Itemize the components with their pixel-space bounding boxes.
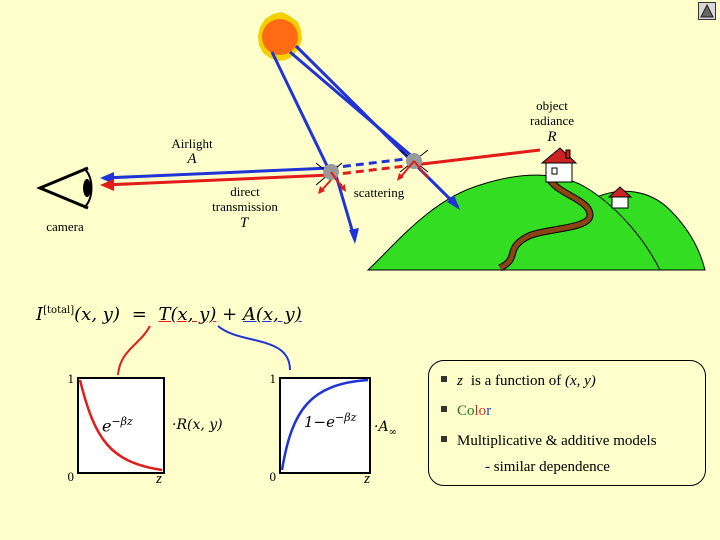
airlight-formula-base: 1−e: [304, 413, 335, 431]
nav-triangle-icon: [700, 4, 714, 18]
right-plot-y-bottom: 0: [269, 469, 277, 484]
right-plot-x-label: z: [364, 471, 370, 487]
house-icon: [540, 147, 578, 183]
transmission-formula-base: e: [102, 416, 112, 436]
bullet-models-text: Multiplicative & additive models: [457, 433, 657, 449]
bullet-depth-variable: z: [457, 373, 463, 389]
airlight-multiplier-subscript: ∞: [388, 426, 397, 438]
left-plot-y-top: 1: [67, 371, 75, 386]
equation-airlight-term: A(x, y): [242, 304, 302, 325]
bullet-marker: [441, 406, 447, 412]
direct-transmission-label: direct transmission: [212, 184, 278, 214]
color-word-part2: lo: [474, 403, 487, 419]
eye-camera-icon: [36, 166, 93, 210]
airlight-symbol: A: [187, 151, 197, 167]
airlight-ray: [103, 166, 331, 180]
equation-lhs-superscript: [total]: [43, 305, 75, 316]
scatter-particle-icon: [315, 162, 346, 194]
airlight-formula-exponent: −βz: [335, 411, 357, 424]
transmission-connector: [117, 325, 151, 376]
scattering-label: scattering: [353, 185, 405, 200]
bullet-models: Multiplicative & additive models: [441, 433, 657, 450]
near-hill: [366, 174, 661, 271]
image-formation-equation: I[total](x, y) = T(x, y) + A(x, y): [36, 300, 302, 326]
scatter-particle-icon: [397, 149, 429, 181]
equation-transmission-term: T(x, y): [158, 304, 217, 325]
airlight-multiplier-base: ·A: [374, 419, 389, 435]
transmission-formula-exponent: −βz: [111, 415, 133, 428]
house-icon: [607, 186, 633, 209]
object-radiance-label: object radiance: [529, 98, 575, 128]
airlight-formula: 1−e−βz: [304, 410, 356, 430]
left-plot-y-bottom: 0: [67, 469, 75, 484]
object-radiance-symbol: R: [547, 129, 557, 145]
sun-icon: [258, 12, 302, 61]
sun-ray-middle: [289, 50, 415, 160]
airlight-multiplier: ·A∞: [374, 420, 397, 440]
transmission-ray: [103, 173, 331, 187]
right-plot-y-top: 1: [269, 371, 277, 386]
bullet-depth-args: (x, y): [565, 373, 596, 389]
radiance-multiplier: ·R(x, y): [172, 417, 223, 433]
transmission-symbol: T: [239, 215, 249, 231]
bullet-depth: z is a function of (x, y): [441, 373, 596, 390]
airlight-label: Airlight: [171, 136, 213, 151]
airlight-connector: [217, 325, 291, 371]
bullet-color: Color: [441, 403, 491, 420]
color-word-part1: Co: [457, 403, 475, 419]
left-plot-x-label: z: [156, 471, 162, 487]
equation-plus: +: [222, 304, 238, 325]
sun-ray-left: [270, 51, 332, 173]
notes-panel: z is a function of (x, y) Color Multiplic…: [428, 360, 706, 486]
transmission-formula: e−βz: [102, 414, 133, 436]
bullet-models-subtext: - similar dependence: [485, 459, 610, 475]
bullet-depth-text: is a function of: [470, 373, 562, 389]
bullet-marker: [441, 376, 447, 382]
bullet-marker: [441, 436, 447, 442]
color-word-part3: r: [486, 403, 492, 419]
equation-lhs: I: [36, 304, 44, 325]
equation-equals: =: [131, 304, 147, 325]
slide-nav-button[interactable]: [698, 2, 716, 20]
camera-label: camera: [46, 219, 84, 234]
equation-args: (x, y): [74, 304, 120, 325]
sun-ray-right: [294, 44, 460, 209]
airlight-plot: [279, 377, 371, 474]
